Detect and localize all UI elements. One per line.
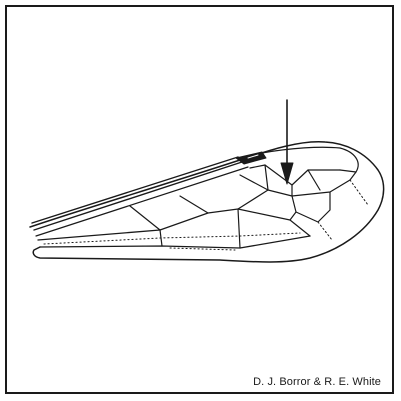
anal-cross-vein-2	[238, 209, 240, 248]
distal-vein-upper	[340, 170, 356, 180]
distal-vein-mid	[296, 192, 330, 222]
distal-dotted-lower	[318, 222, 332, 240]
figure-credit: D. J. Borror & R. E. White	[253, 376, 381, 388]
anal-dotted-vein	[44, 233, 300, 244]
media-vein	[240, 175, 268, 190]
cubital-vein	[160, 190, 268, 230]
discoidal-cross-vein	[290, 196, 296, 220]
radial-vein-upper	[250, 165, 340, 185]
costal-vein-lower	[34, 162, 242, 230]
marginal-cell-vein	[262, 147, 358, 172]
submarginal-cell	[308, 170, 320, 190]
distal-dotted-upper	[350, 180, 368, 205]
anal-vein-upper	[38, 230, 160, 240]
pointer-arrow-head	[281, 163, 293, 184]
subcostal-vein	[36, 167, 248, 236]
basal-cross-vein	[180, 196, 208, 213]
anal-dotted-vein-2	[170, 248, 235, 250]
central-cell-right	[292, 180, 350, 196]
basal-vein	[130, 206, 160, 230]
